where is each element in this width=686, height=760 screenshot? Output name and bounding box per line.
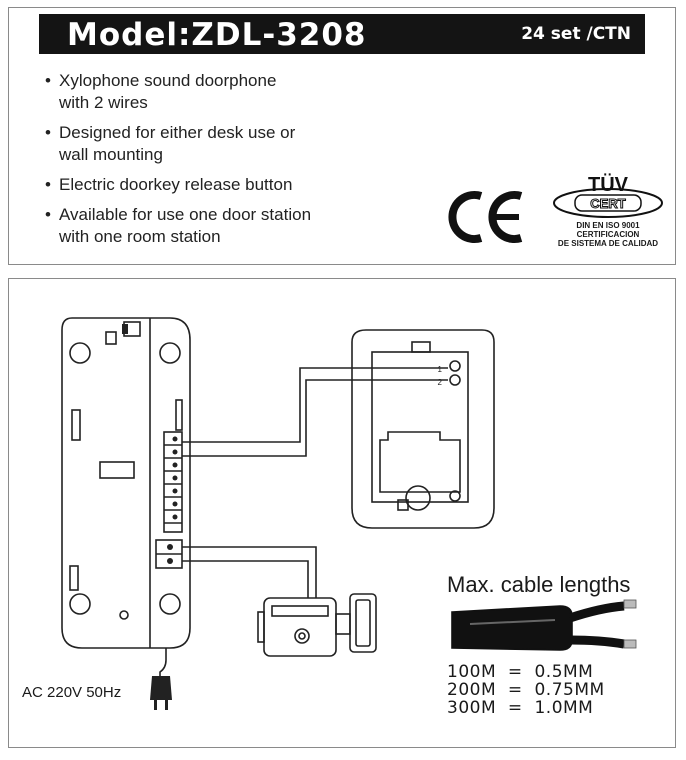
cable-spec-item: 100M = 0.5MM: [447, 662, 594, 682]
door-station-unit: [351, 329, 495, 529]
cable-spec-list: 100M = 0.5MM 200M = 0.75MM 300M = 1.0MM: [447, 663, 605, 717]
product-info-panel: Model:ZDL-3208 24 set /CTN Xylophone sou…: [8, 7, 676, 265]
svg-text:TÜV: TÜV: [588, 173, 629, 196]
door-lock-wires: [182, 546, 317, 598]
door-station-wires: [182, 367, 448, 457]
feature-item: Available for use one door station with …: [45, 204, 385, 248]
tuv-certification: CERTIFICACION: [576, 230, 640, 239]
feature-line: Designed for either desk use or: [59, 123, 296, 142]
power-supply-label: AC 220V 50Hz: [22, 684, 122, 701]
terminal-2-label: 2: [438, 378, 443, 387]
svg-text:CERT: CERT: [590, 196, 625, 211]
feature-item: Designed for either desk use or wall mou…: [45, 122, 385, 166]
power-cord: [159, 648, 167, 680]
cable-spec-item: 200M = 0.75MM: [447, 680, 605, 700]
feature-line: with 2 wires: [59, 93, 148, 112]
feature-line: Xylophone sound doorphone: [59, 71, 277, 90]
electric-door-lock: [257, 593, 377, 657]
feature-line: with one room station: [59, 227, 221, 246]
room-station-unit: [61, 317, 191, 649]
feature-line: Available for use one door station: [59, 205, 312, 224]
wiring-diagram-panel: [8, 278, 676, 748]
feature-line: wall mounting: [59, 145, 163, 164]
feature-line: Electric doorkey release button: [59, 175, 293, 194]
power-plug-icon: [150, 676, 172, 710]
feature-list: Xylophone sound doorphone with 2 wires D…: [45, 70, 385, 256]
model-banner: Model:ZDL-3208 24 set /CTN: [39, 14, 645, 54]
ce-mark-logo: [448, 191, 523, 243]
cable-cross-section-icon: [451, 599, 637, 651]
cable-lengths-title: Max. cable lengths: [447, 572, 631, 597]
feature-item: Electric doorkey release button: [45, 174, 385, 196]
terminal-1-label: 1: [438, 365, 443, 374]
feature-item: Xylophone sound doorphone with 2 wires: [45, 70, 385, 114]
packing-quantity: 24 set /CTN: [521, 24, 631, 44]
tuv-quality-system: DE SISTEMA DE CALIDAD: [557, 239, 659, 248]
tuv-emblem-icon: CERT TÜV: [553, 173, 663, 218]
tuv-standard: DIN EN ISO 9001: [576, 221, 640, 230]
cable-spec-item: 300M = 1.0MM: [447, 698, 594, 718]
model-title: Model:ZDL-3208: [67, 17, 367, 53]
tuv-cert-logo: CERT TÜV DIN EN ISO 9001 CERTIFICACION D…: [549, 173, 667, 255]
